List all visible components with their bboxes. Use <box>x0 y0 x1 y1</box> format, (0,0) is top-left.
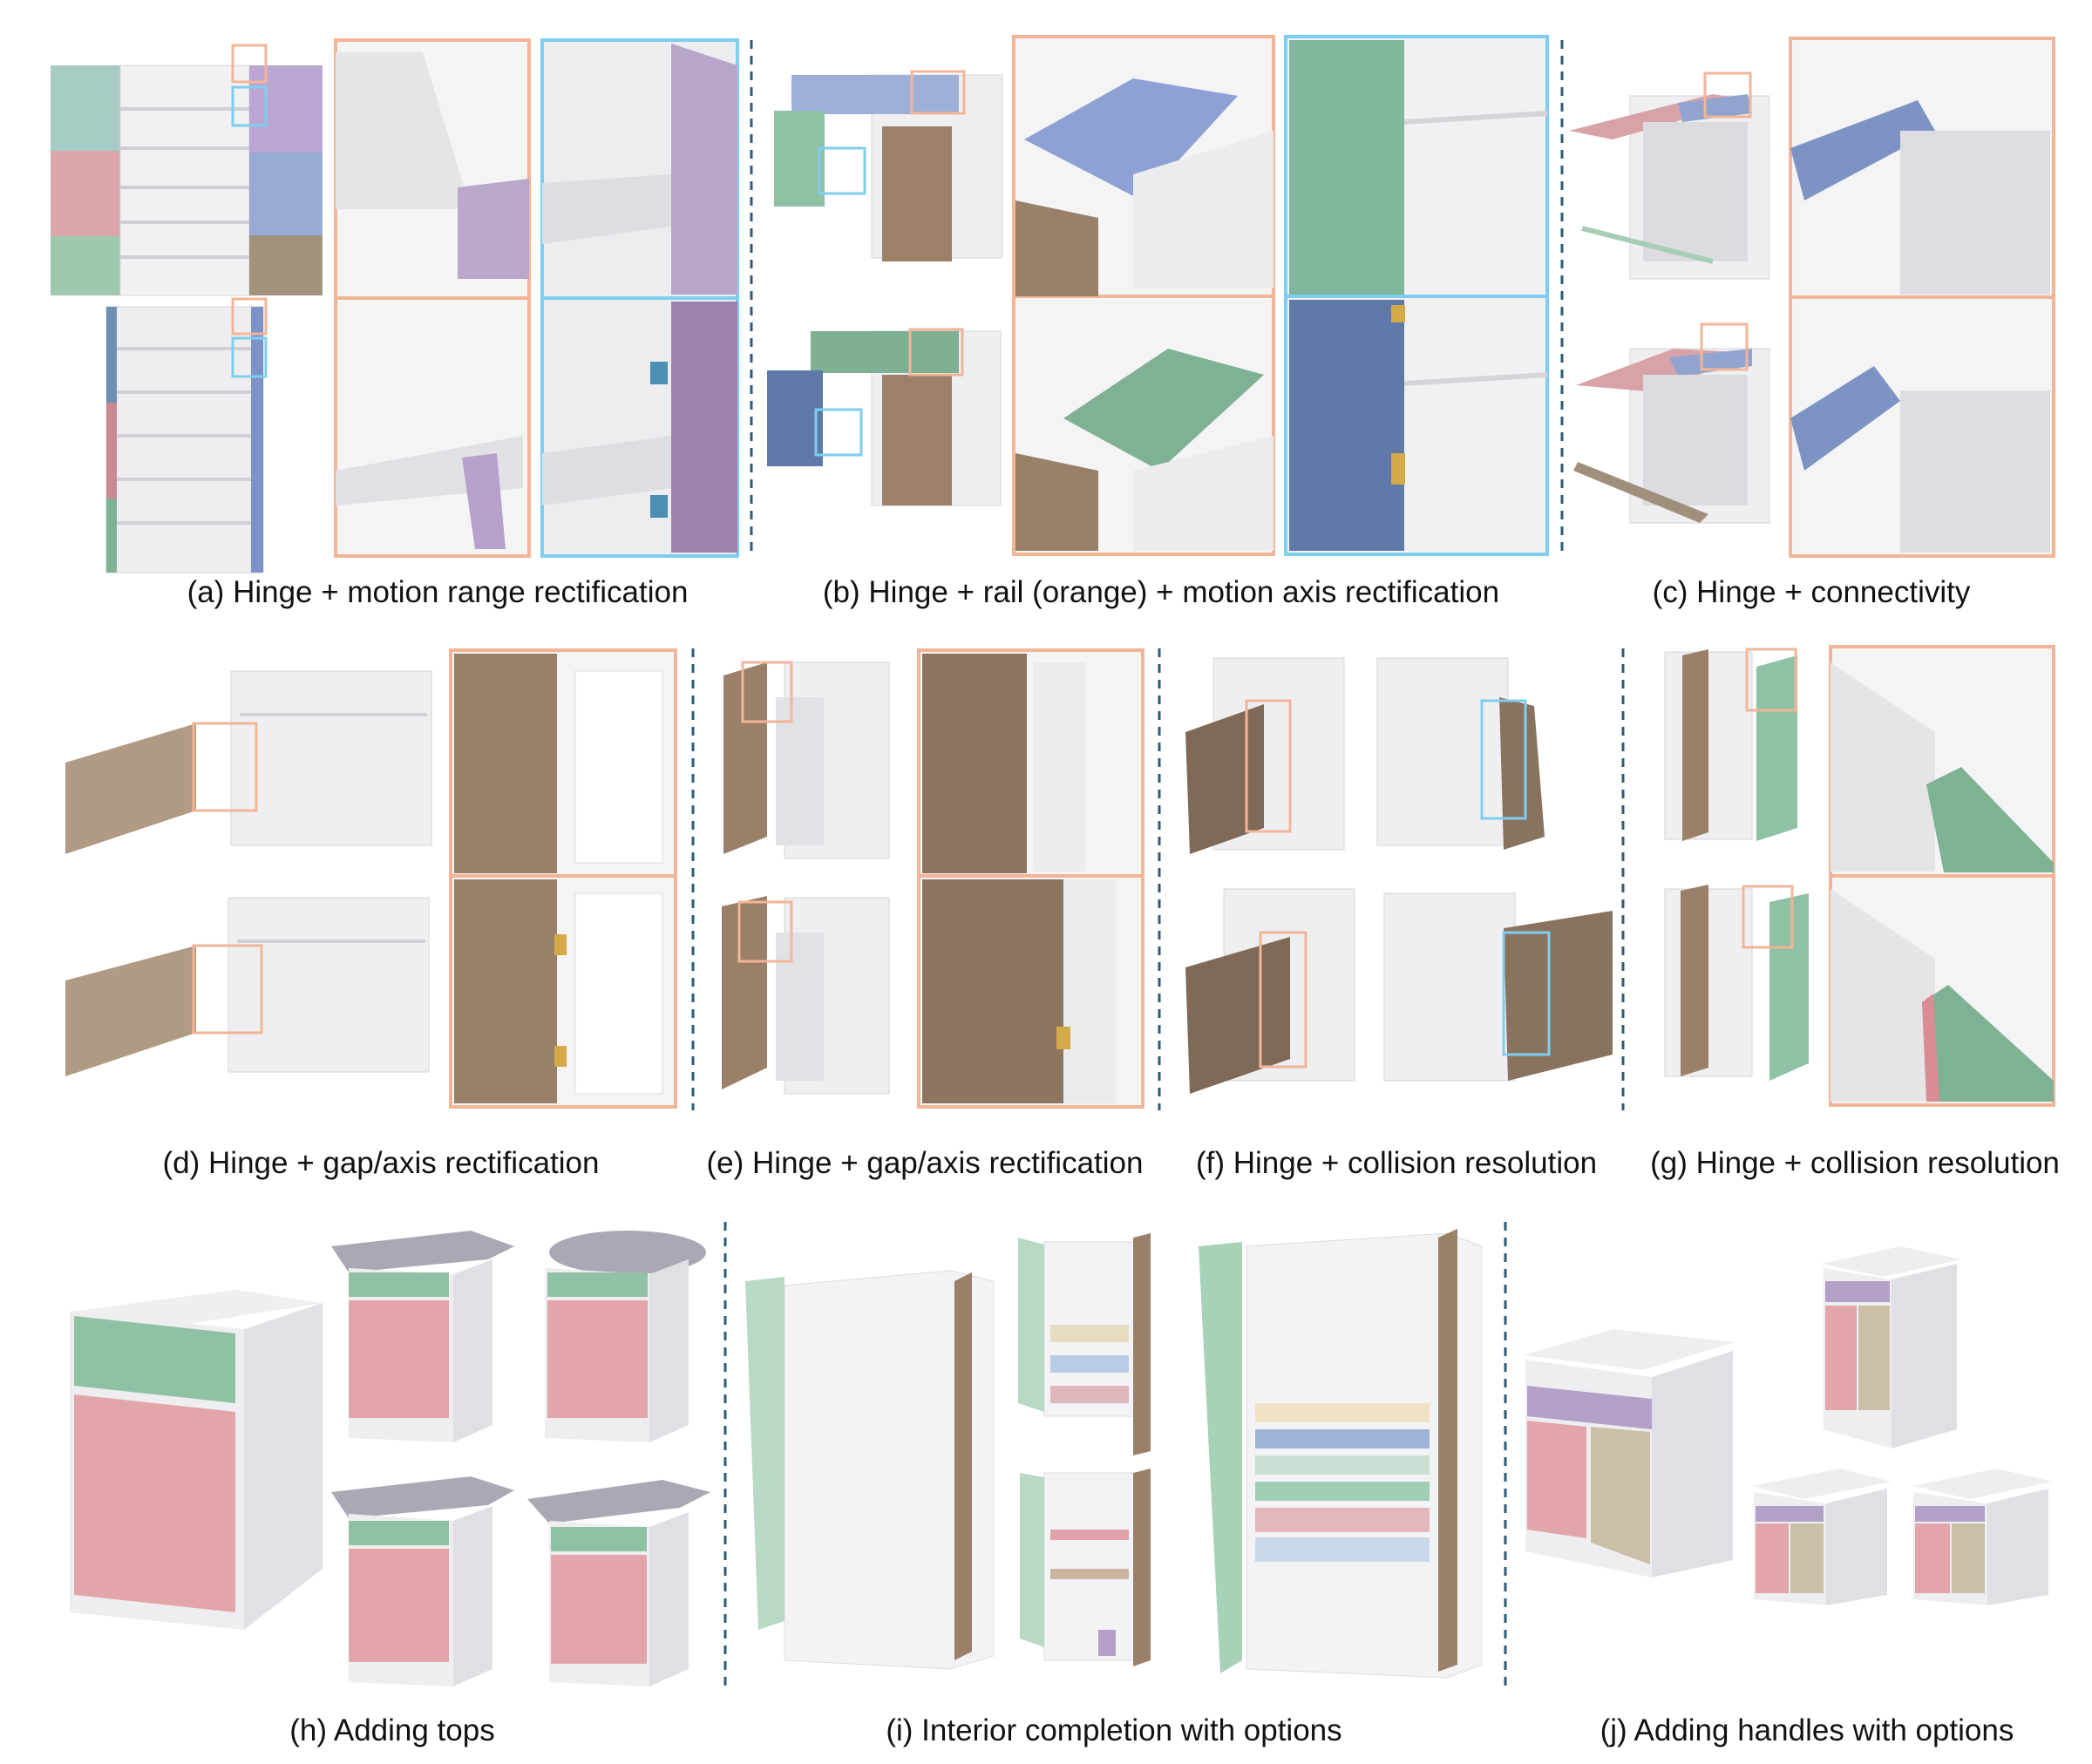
caption-a: (a) Hinge + motion range rectification <box>187 575 689 609</box>
panel-c-cabinet-top <box>1569 94 1770 280</box>
panel-d-zoom-orange <box>449 648 677 1109</box>
panel-i-wardrobe-option-2 <box>1020 1469 1151 1666</box>
panel-a-cabinet-closed <box>105 306 264 573</box>
panel-c-cabinet-bottom <box>1573 348 1770 524</box>
panel-f-cabinet-3 <box>1185 888 1355 1094</box>
caption-f: (f) Hinge + collision resolution <box>1196 1146 1597 1180</box>
panel-a-zoom-blue <box>540 38 739 558</box>
caption-c: (c) Hinge + connectivity <box>1653 575 1971 609</box>
panel-d <box>65 648 677 1109</box>
panel-i-wardrobe-filled <box>1199 1229 1483 1679</box>
panel-i <box>745 1229 1483 1679</box>
panel-e-cabinet-top <box>723 662 890 859</box>
panel-j-cabinet-1 <box>1822 1246 1961 1449</box>
panel-h-cabinet-1 <box>331 1231 514 1442</box>
panel-j-cabinet-large <box>1524 1329 1735 1577</box>
panel-c <box>1569 37 2055 558</box>
panel-i-wardrobe-option-1 <box>1018 1233 1151 1455</box>
panel-e-zoom-orange <box>917 648 1144 1109</box>
panel-a-cabinet-open <box>51 64 323 296</box>
panel-d-cabinet-top <box>65 670 432 854</box>
panel-a-zoom-orange <box>334 38 531 558</box>
panel-b <box>767 35 1549 556</box>
panel-b-cabinet-bottom <box>767 330 1002 506</box>
panel-g-cabinet-bottom <box>1664 885 1809 1081</box>
caption-d: (d) Hinge + gap/axis rectification <box>163 1146 600 1180</box>
panel-g <box>1664 645 2055 1107</box>
caption-b: (b) Hinge + rail (orange) + motion axis … <box>823 575 1499 609</box>
panel-f-cabinet-4 <box>1383 892 1613 1082</box>
panel-f-cabinet-1 <box>1185 657 1345 854</box>
panel-f-cabinet-2 <box>1376 657 1545 850</box>
panel-j-cabinet-2 <box>1752 1469 1892 1605</box>
panel-e-cabinet-bottom <box>722 896 890 1095</box>
panel-h <box>70 1231 710 1686</box>
caption-h: (h) Adding tops <box>289 1713 494 1747</box>
caption-j: (j) Adding handles with options <box>1600 1713 2014 1747</box>
panel-g-zoom-orange <box>1829 645 2055 1107</box>
panel-b-cabinet-top <box>774 74 1003 261</box>
panel-e <box>722 648 1144 1109</box>
panel-h-cabinet-4 <box>527 1480 710 1686</box>
panel-b-zoom-blue <box>1284 35 1549 556</box>
panel-g-cabinet-top <box>1664 649 1797 841</box>
caption-g: (g) Hinge + collision resolution <box>1650 1146 2060 1180</box>
panel-d-cabinet-bottom <box>65 897 430 1076</box>
panel-b-zoom-orange <box>1012 35 1275 556</box>
panel-h-cabinet-2 <box>545 1231 706 1442</box>
panel-j <box>1524 1246 2053 1605</box>
panel-h-cabinet-3 <box>331 1476 514 1686</box>
caption-i: (i) Interior completion with options <box>886 1713 1341 1747</box>
panel-a <box>51 38 739 573</box>
panel-j-cabinet-3 <box>1913 1469 2053 1605</box>
panel-i-wardrobe-empty <box>745 1270 995 1670</box>
panel-h-cabinet-large <box>70 1290 323 1630</box>
caption-e: (e) Hinge + gap/axis rectification <box>707 1146 1144 1180</box>
panel-c-zoom-orange <box>1789 37 2055 558</box>
panel-f <box>1185 657 1613 1094</box>
